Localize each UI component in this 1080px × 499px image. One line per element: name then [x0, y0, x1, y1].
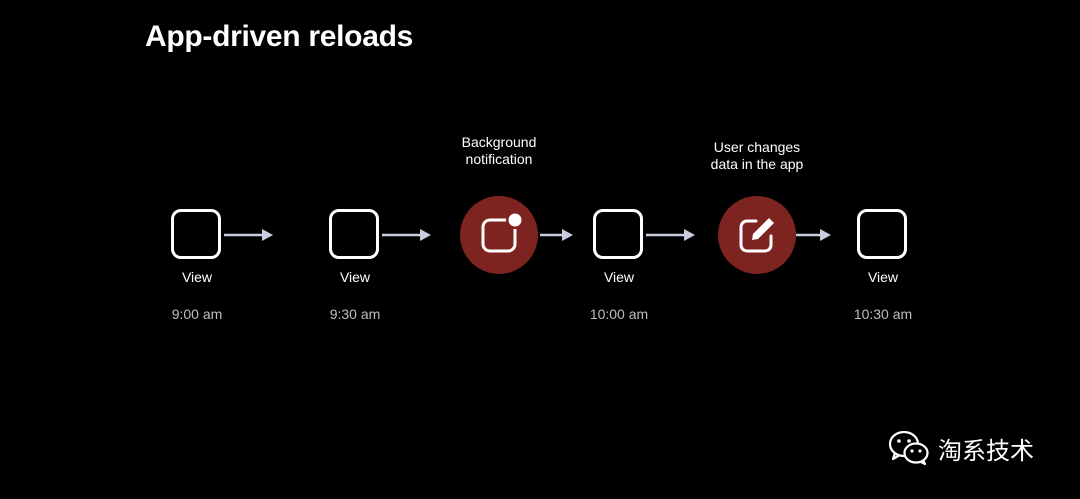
event-label-background-notification: Background notification [419, 134, 579, 168]
notification-badge-icon [460, 196, 538, 274]
slide-title: App-driven reloads [145, 20, 413, 53]
arrow-2 [382, 229, 431, 241]
view-node-1 [171, 209, 221, 259]
view-node-4 [857, 209, 907, 259]
view-label-1: View [181, 269, 213, 285]
view-label-2: View [339, 269, 371, 285]
view-label-3: View [603, 269, 635, 285]
view-node-3 [593, 209, 643, 259]
user-changes-data-node [718, 196, 796, 274]
watermark: 淘系技术 [888, 430, 1034, 466]
view-time-1: 9:00 am [171, 306, 223, 322]
event-label-line2: data in the app [710, 156, 804, 172]
view-node-2 [329, 209, 379, 259]
background-notification-node [460, 196, 538, 274]
event-label-user-changes-data: User changes data in the app [677, 139, 837, 173]
watermark-text: 淘系技术 [938, 436, 1034, 465]
arrow-5 [796, 229, 831, 241]
compose-edit-icon [718, 196, 796, 274]
arrow-1 [224, 229, 273, 241]
event-label-line1: Background [461, 134, 537, 150]
view-time-2: 9:30 am [329, 306, 381, 322]
arrow-4 [646, 229, 695, 241]
wechat-logo-icon [888, 430, 929, 466]
event-label-line1: User changes [713, 139, 801, 155]
arrow-3 [540, 229, 573, 241]
event-label-line2: notification [465, 151, 533, 167]
view-time-3: 10:00 am [589, 306, 649, 322]
view-time-4: 10:30 am [853, 306, 913, 322]
view-label-4: View [867, 269, 899, 285]
